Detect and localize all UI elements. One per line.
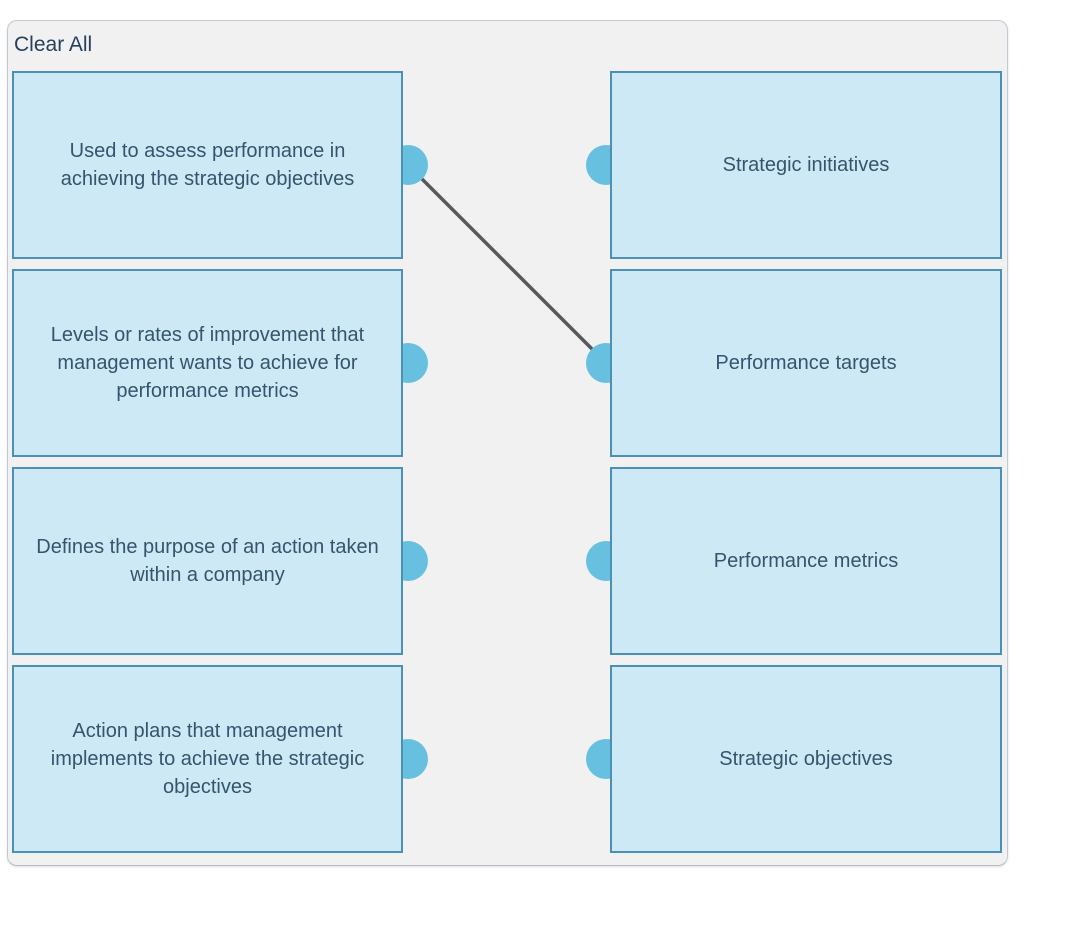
definition-card-2[interactable]: Levels or rates of improvement that mana… bbox=[12, 269, 403, 457]
term-card-strategic-initiatives[interactable]: Strategic initiatives bbox=[610, 71, 1002, 259]
term-card-performance-metrics[interactable]: Performance metrics bbox=[610, 467, 1002, 655]
definition-text: Defines the purpose of an action taken w… bbox=[36, 536, 379, 586]
definition-card-3[interactable]: Defines the purpose of an action taken w… bbox=[12, 467, 403, 655]
definition-text: Action plans that management implements … bbox=[50, 720, 365, 798]
definition-text: Levels or rates of improvement that mana… bbox=[50, 324, 365, 402]
term-text: Performance metrics bbox=[713, 550, 899, 572]
clear-all-button[interactable]: Clear All bbox=[14, 33, 93, 56]
term-card-performance-targets[interactable]: Performance targets bbox=[610, 269, 1002, 457]
definition-text: Used to assess performance in achieving … bbox=[60, 140, 355, 190]
matching-panel: Clear All Used to assess performance in … bbox=[7, 20, 1008, 866]
term-text: Strategic initiatives bbox=[722, 154, 890, 176]
term-text: Performance targets bbox=[715, 352, 897, 374]
term-text: Strategic objectives bbox=[719, 748, 893, 770]
connection-line bbox=[406, 163, 608, 365]
definition-card-1[interactable]: Used to assess performance in achieving … bbox=[12, 71, 403, 259]
definition-card-4[interactable]: Action plans that management implements … bbox=[12, 665, 403, 853]
term-card-strategic-objectives[interactable]: Strategic objectives bbox=[610, 665, 1002, 853]
